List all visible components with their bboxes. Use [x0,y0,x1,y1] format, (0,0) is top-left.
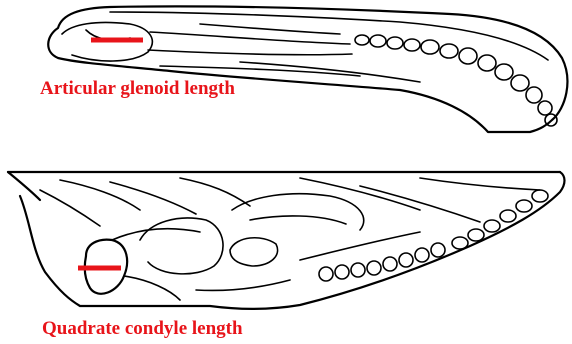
cranium-drawing [8,172,565,309]
mandible-drawing [48,6,567,132]
cranium-snout-teeth [452,190,548,249]
cranium-tooth-row [319,243,445,281]
quadrate-condyle-length-label: Quadrate condyle length [42,319,243,338]
articular-glenoid-length-label: Articular glenoid length [40,79,235,98]
